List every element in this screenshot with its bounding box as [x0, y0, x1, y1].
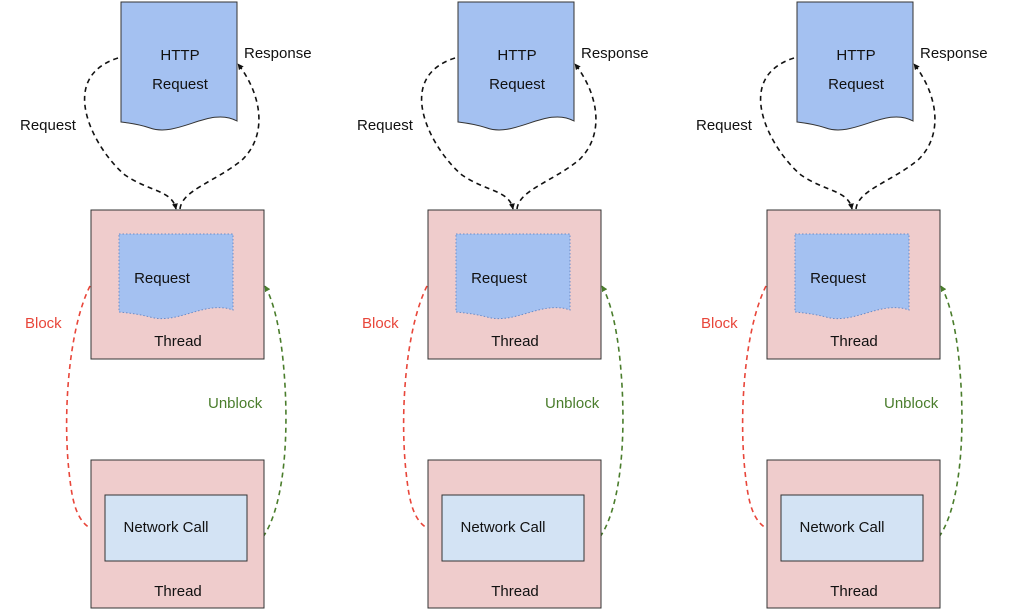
inner-request-document: [118, 233, 234, 319]
network-call-box: [104, 494, 248, 562]
http-request-label-line2: Request: [152, 76, 209, 93]
network-call-label: Network Call: [123, 519, 208, 536]
unblock-edge-label: Unblock: [545, 395, 600, 412]
diagram-panel-3: HTTPRequestRequestResponseRequestThreadB…: [696, 1, 988, 609]
unblock-edge-label: Unblock: [884, 395, 939, 412]
http-request-document: [796, 1, 914, 131]
request-arrow: [420, 57, 515, 210]
thread-top-label: Thread: [154, 333, 202, 350]
block-arrow: [741, 285, 779, 535]
unblock-arrow: [599, 285, 624, 538]
block-arrow: [402, 285, 440, 535]
http-request-document: [457, 1, 575, 131]
unblock-arrow: [938, 285, 963, 538]
network-call-label: Network Call: [799, 519, 884, 536]
thread-bottom-label: Thread: [154, 583, 202, 600]
http-request-label-line1: HTTP: [160, 47, 199, 64]
request-edge-label: Request: [20, 117, 77, 134]
request-arrow: [759, 57, 854, 210]
http-request-label-line2: Request: [828, 76, 885, 93]
response-edge-label: Response: [244, 45, 312, 62]
thread-bottom-label: Thread: [830, 583, 878, 600]
network-call-label: Network Call: [460, 519, 545, 536]
request-arrow: [83, 57, 178, 210]
http-request-label-line1: HTTP: [497, 47, 536, 64]
inner-request-label: Request: [134, 270, 191, 287]
request-edge-label: Request: [357, 117, 414, 134]
block-edge-label: Block: [362, 315, 399, 332]
unblock-arrow: [262, 285, 287, 538]
network-call-box: [780, 494, 924, 562]
http-request-document: [120, 1, 238, 131]
thread-top-label: Thread: [830, 333, 878, 350]
response-arrow: [179, 63, 260, 210]
network-call-box: [441, 494, 585, 562]
response-arrow: [516, 63, 597, 210]
inner-request-label: Request: [810, 270, 867, 287]
response-edge-label: Response: [581, 45, 649, 62]
thread-top-label: Thread: [491, 333, 539, 350]
response-edge-label: Response: [920, 45, 988, 62]
inner-request-document: [455, 233, 571, 319]
inner-request-label: Request: [471, 270, 528, 287]
block-arrow: [65, 285, 103, 535]
request-edge-label: Request: [696, 117, 753, 134]
response-arrow: [855, 63, 936, 210]
http-request-label-line1: HTTP: [836, 47, 875, 64]
thread-bottom-label: Thread: [491, 583, 539, 600]
diagram-panel-1: HTTPRequestRequestResponseRequestThreadB…: [20, 1, 312, 609]
block-edge-label: Block: [701, 315, 738, 332]
inner-request-document: [794, 233, 910, 319]
diagram-panel-2: HTTPRequestRequestResponseRequestThreadB…: [357, 1, 649, 609]
http-request-label-line2: Request: [489, 76, 546, 93]
unblock-edge-label: Unblock: [208, 395, 263, 412]
block-edge-label: Block: [25, 315, 62, 332]
